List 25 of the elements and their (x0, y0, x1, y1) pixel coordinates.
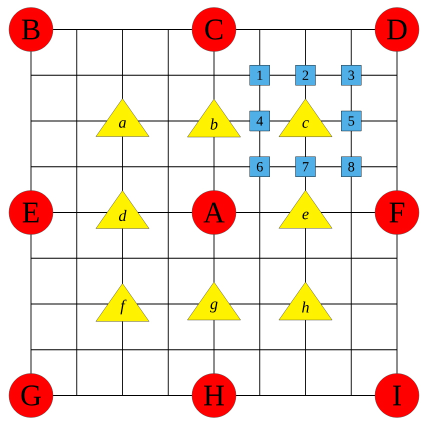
square-node: 4 (250, 110, 270, 132)
square-node: 8 (341, 156, 362, 177)
triangle-node: f (96, 283, 150, 322)
circle-node: D (374, 7, 420, 52)
circle-node: I (374, 373, 420, 418)
triangle-node: d (96, 190, 150, 229)
circle-node: C (192, 7, 236, 52)
square-node: 2 (295, 65, 316, 86)
circle-node: A (192, 190, 236, 235)
square-node: 5 (341, 110, 362, 132)
triangle-node: e (278, 190, 332, 228)
triangle-node: g (187, 282, 241, 320)
circle-node: G (8, 373, 54, 418)
circle-node: F (374, 190, 420, 235)
circle-node: H (192, 373, 236, 418)
triangle-node: b (187, 98, 241, 138)
triangle-node: h (278, 282, 332, 320)
triangle-node: c (278, 98, 332, 137)
circle-node: B (8, 7, 54, 52)
square-node: 6 (250, 156, 270, 177)
circle-node: E (8, 190, 54, 235)
square-node: 7 (295, 156, 316, 177)
triangle-node: a (96, 98, 150, 137)
square-node: 1 (250, 65, 270, 86)
square-node: 3 (341, 65, 362, 86)
